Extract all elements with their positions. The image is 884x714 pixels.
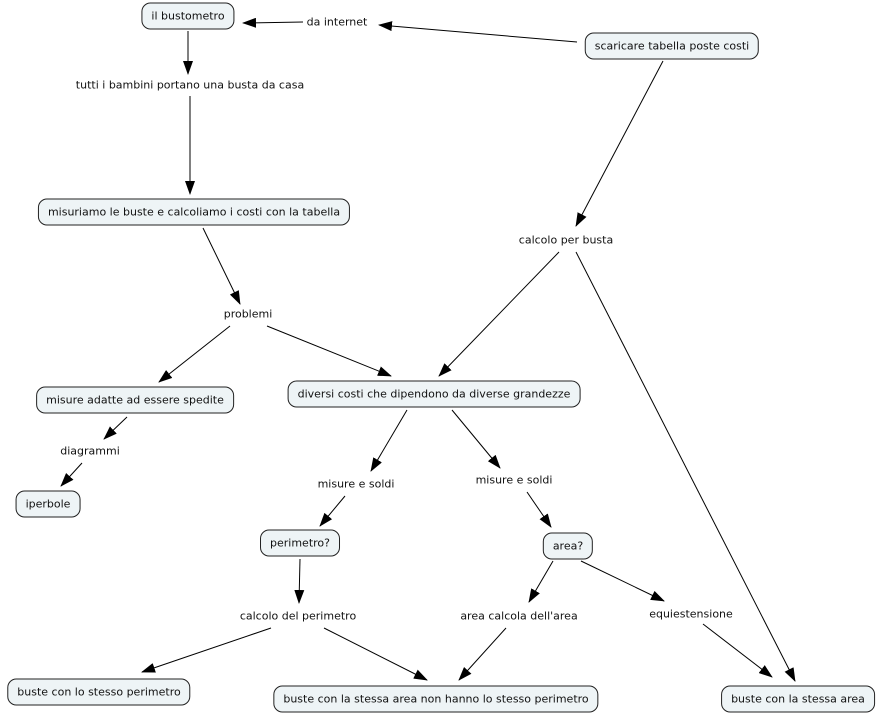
concept-node-misuriamo-le-buste[interactable]: misuriamo le buste e calcoliamo i costi … <box>37 198 351 226</box>
concept-node-misure-e-soldi-1[interactable]: misure e soldi <box>317 477 395 491</box>
concept-node-misure-e-soldi-2[interactable]: misure e soldi <box>475 473 553 487</box>
concept-node-diagrammi[interactable]: diagrammi <box>60 444 120 458</box>
edge-calcolo-per-busta-to-diversi-costi <box>438 251 560 377</box>
edge-misure-e-soldi-1-to-perimetro <box>319 495 346 527</box>
concept-node-calcolo-per-busta[interactable]: calcolo per busta <box>518 233 614 247</box>
concept-node-problemi[interactable]: problemi <box>223 307 273 321</box>
edge-calcolo-del-perimetro-to-buste-stesso-perimetro <box>141 627 272 673</box>
concept-node-calcolo-del-perimetro[interactable]: calcolo del perimetro <box>239 609 357 623</box>
concept-node-il-bustometro[interactable]: il bustometro <box>141 2 235 30</box>
concept-node-misure-adatte[interactable]: misure adatte ad essere spedite <box>36 386 234 414</box>
concept-node-diversi-costi[interactable]: diversi costi che dipendono da diverse g… <box>287 380 581 408</box>
edge-diversi-costi-to-misure-e-soldi-2 <box>451 409 501 469</box>
edge-area-calcola-dellarea-to-buste-stessa-area-non <box>458 627 507 681</box>
edge-da-internet-to-il-bustometro <box>242 17 304 28</box>
concept-node-area-calcola-dellarea[interactable]: area calcola dell'area <box>460 609 578 623</box>
edge-perimetro-to-calcolo-del-perimetro <box>294 558 305 604</box>
concept-node-buste-stesso-perimetro[interactable]: buste con lo stesso perimetro <box>7 678 191 706</box>
edge-problemi-to-misure-adatte <box>158 325 231 383</box>
concept-node-da-internet[interactable]: da internet <box>306 15 368 29</box>
edge-misuriamo-le-buste-to-problemi <box>202 227 241 305</box>
concept-node-buste-stessa-area-non[interactable]: buste con la stessa area non hanno lo st… <box>273 685 599 713</box>
edge-misure-e-soldi-2-to-area <box>526 491 552 528</box>
concept-node-area[interactable]: area? <box>542 532 594 560</box>
concept-node-tutti-i-bambini[interactable]: tutti i bambini portano una busta da cas… <box>75 78 305 92</box>
concept-node-equiestensione[interactable]: equiestensione <box>649 607 733 621</box>
concept-node-scaricare-tabella[interactable]: scaricare tabella poste costi <box>584 32 760 60</box>
edge-scaricare-tabella-to-da-internet <box>378 21 578 43</box>
edge-area-to-equiestensione <box>580 560 665 602</box>
concept-node-iperbole[interactable]: iperbole <box>15 490 81 518</box>
concept-node-perimetro[interactable]: perimetro? <box>260 529 340 557</box>
edge-misure-adatte-to-diagrammi <box>103 416 128 440</box>
edge-scaricare-tabella-to-calcolo-per-busta <box>575 60 664 227</box>
edge-problemi-to-diversi-costi <box>266 325 392 377</box>
edge-diagrammi-to-iperbole <box>60 462 83 487</box>
edge-diversi-costi-to-misure-e-soldi-1 <box>370 409 408 472</box>
edge-area-to-area-calcola-dellarea <box>528 560 554 603</box>
concept-node-buste-stessa-area[interactable]: buste con la stessa area <box>721 685 875 713</box>
edge-equiestensione-to-buste-stessa-area <box>702 623 773 678</box>
edge-calcolo-del-perimetro-to-buste-stessa-area-non <box>323 627 428 681</box>
